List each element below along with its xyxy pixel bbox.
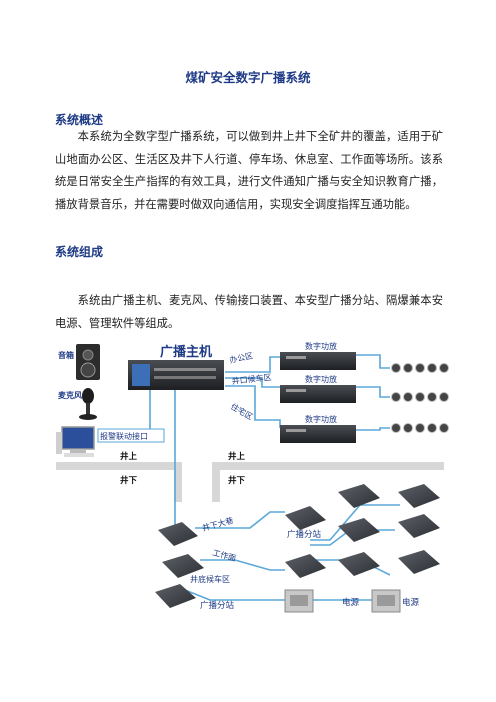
below-ground-right-label: 井下	[228, 475, 246, 486]
zone-living-label: 住宅区	[229, 401, 255, 422]
main-roadway-label: 井下大巷	[201, 515, 234, 533]
substation-label: 广播分站	[287, 529, 322, 540]
ground-surface-left	[56, 462, 182, 470]
substation-bottom-label: 广播分站	[200, 600, 235, 611]
below-ground-left-label: 井下	[120, 475, 138, 486]
power-supply-1	[284, 589, 314, 613]
zone-office-label: 办公区	[228, 350, 254, 365]
composition-paragraph: 系统由广播主机、麦克风、传输接口装置、本安型广播分站、隔爆兼本安电源、管理软件等…	[55, 294, 443, 330]
document-title: 煤矿安全数字广播系统	[185, 70, 311, 85]
alarm-interface-box	[97, 428, 165, 443]
ground-surface-right	[212, 462, 444, 502]
amplifier-3: 数字功放	[280, 414, 356, 443]
power-2-label: 电源	[402, 597, 420, 608]
bottom-parking-label: 井底候车区	[190, 574, 230, 584]
shaft-wall	[174, 462, 182, 502]
microphone-label: 麦克风	[58, 390, 82, 400]
section-heading-composition: 系统组成	[55, 245, 104, 259]
speaker-box-label: 音箱	[58, 350, 74, 360]
section-heading-overview: 系统概述	[55, 113, 104, 127]
speaker-row-1	[391, 363, 449, 373]
microphone-icon	[79, 388, 97, 420]
speaker-box-icon	[76, 344, 100, 380]
computer-icon	[56, 426, 95, 457]
speaker-row-2	[391, 392, 449, 402]
amplifier-1-label: 数字功放	[305, 341, 337, 351]
amplifier-1: 数字功放	[280, 341, 356, 370]
overview-paragraph: 本系统为全数字型广播系统，可以做到井上井下全矿井的覆盖，适用于矿山地面办公区、生…	[55, 130, 443, 211]
amplifier-2-label: 数字功放	[305, 374, 337, 384]
amplifier-3-label: 数字功放	[305, 414, 337, 424]
above-ground-right-label: 井上	[228, 451, 246, 462]
alarm-interface-label: 报警联动接口	[100, 431, 148, 441]
power-1-label: 电源	[342, 597, 360, 608]
power-supply-2	[371, 589, 401, 613]
broadcast-host-label: 广播主机	[160, 344, 212, 360]
broadcast-host-icon	[128, 360, 224, 390]
amplifier-2: 数字功放	[280, 374, 356, 403]
zone-shaft-parking-label: 井口候车区	[231, 372, 272, 386]
speaker-row-3	[391, 423, 449, 433]
substation-units	[155, 484, 440, 608]
above-ground-left-label: 井上	[120, 451, 138, 462]
